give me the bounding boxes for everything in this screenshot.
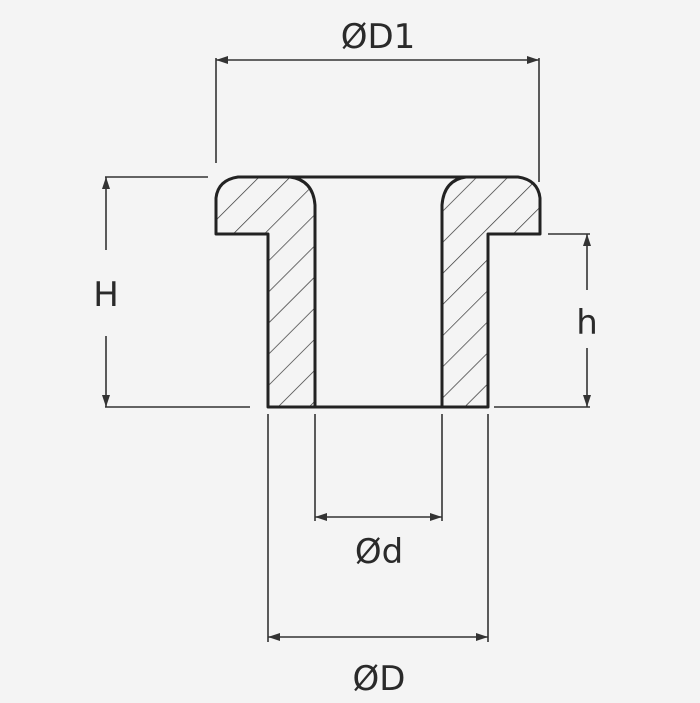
label-h: h [576, 303, 598, 343]
label-d1: ØD1 [341, 17, 416, 57]
label-D: ØD [353, 659, 406, 699]
left-wall-section [214, 175, 317, 409]
label-H: H [93, 275, 119, 315]
right-wall-section [440, 175, 542, 409]
label-d: Ød [355, 532, 403, 572]
